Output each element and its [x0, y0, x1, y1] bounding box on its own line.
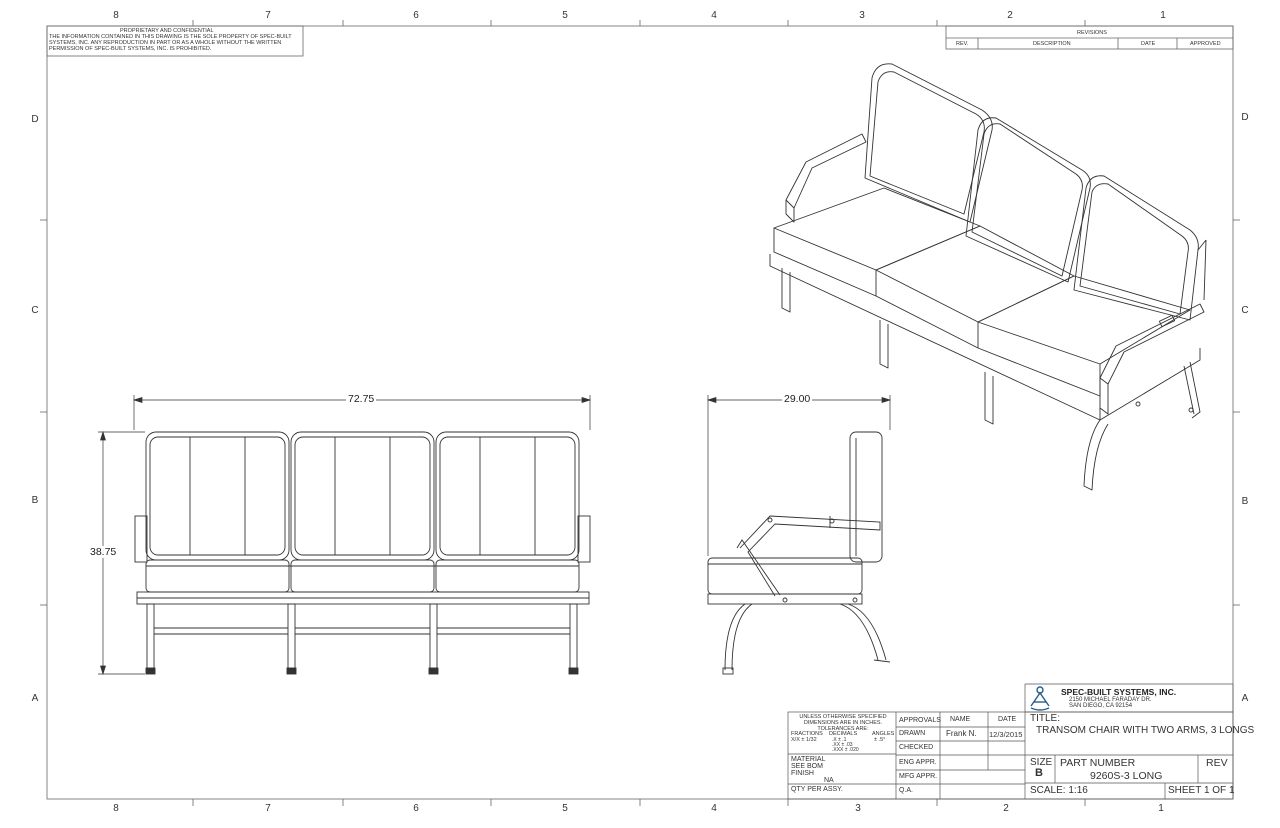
zone-bottom-8: 8 [113, 803, 119, 814]
revisions-col-description: DESCRIPTION [1033, 41, 1071, 47]
size-label: SIZE [1030, 757, 1053, 768]
row-eng-appr-label: ENG APPR. [899, 759, 937, 766]
zone-bottom-7: 7 [265, 803, 271, 814]
angles-label: ANGLES [872, 731, 895, 737]
company-name: SPEC-BUILT SYSTEMS, INC. [1061, 687, 1177, 697]
dimension-height: 38.75 [88, 546, 119, 558]
part-number-label: PART NUMBER [1060, 757, 1136, 769]
revisions-col-date: DATE [1141, 41, 1156, 47]
angles-value: ± .5° [874, 737, 886, 743]
drawing-title: TRANSOM CHAIR WITH TWO ARMS, 3 LONGS [1036, 725, 1255, 736]
zone-bottom-2: 2 [1003, 803, 1009, 814]
row-drawn-label: DRAWN [899, 730, 926, 737]
fractions-label: FRACTIONS [791, 731, 823, 737]
material-label: MATERIAL [791, 756, 826, 763]
approvals-label: APPROVALS [899, 717, 941, 724]
size-value: B [1035, 767, 1043, 779]
finish-label: FINISH [791, 770, 814, 777]
confidential-body: THE INFORMATION CONTAINED IN THIS DRAWIN… [49, 34, 292, 52]
tolerance-note: UNLESS OTHERWISE SPECIFIED DIMENSIONS AR… [799, 714, 887, 732]
zone-top-8: 8 [113, 10, 119, 21]
decimals-value-3: .XXX ± .020 [832, 747, 859, 753]
part-number-value: 9260S-3 LONG [1090, 770, 1163, 782]
zone-top-7: 7 [265, 10, 271, 21]
decimals-value-1: .X ± .1 [832, 737, 847, 743]
qty-label: QTY PER ASSY. [791, 786, 843, 793]
zone-right-c: C [1241, 305, 1249, 316]
row-drawn-name: Frank N. [946, 729, 977, 738]
zone-top-6: 6 [413, 10, 419, 21]
row-mfg-appr-label: MFG APPR. [899, 773, 938, 780]
zone-top-5: 5 [562, 10, 568, 21]
zone-top-3: 3 [859, 10, 865, 21]
material-value: SEE BOM [791, 763, 823, 770]
fractions-value: X/X ± 1/32 [791, 737, 817, 743]
zone-top-2: 2 [1007, 10, 1013, 21]
zone-right-a: A [1241, 693, 1249, 704]
zone-left-b: B [31, 495, 39, 506]
scale: SCALE: 1:16 [1030, 785, 1088, 796]
revisions-col-approved: APPROVED [1190, 41, 1221, 47]
company-address-2: SAN DIEGO, CA 92154 [1069, 703, 1133, 709]
zone-bottom-1: 1 [1158, 803, 1164, 814]
sheet-number: SHEET 1 OF 1 [1168, 785, 1235, 796]
zone-right-d: D [1241, 112, 1249, 123]
zone-bottom-4: 4 [711, 803, 717, 814]
rev-label: REV [1206, 757, 1228, 769]
zone-left-d: D [31, 114, 39, 125]
confidential-heading: PROPRIETARY AND CONFIDENTIAL [120, 28, 214, 34]
company-logo [1030, 686, 1050, 711]
zone-left-c: C [31, 305, 39, 316]
row-qa-label: Q.A. [899, 787, 914, 794]
zone-top-4: 4 [711, 10, 717, 21]
dimension-width: 72.75 [346, 393, 377, 405]
zone-bottom-6: 6 [413, 803, 419, 814]
finish-value: NA [824, 777, 834, 784]
dimension-depth: 29.00 [782, 393, 813, 405]
title-label: TITLE: [1030, 713, 1061, 724]
decimals-label: DECIMALS [829, 731, 858, 737]
zone-left-a: A [31, 693, 39, 704]
zone-right-b: B [1241, 496, 1249, 507]
company-address-1: 2150 MICHAEL FARADAY DR. [1069, 697, 1152, 703]
decimals-value-2: .XX ± .03 [832, 742, 853, 748]
row-checked-label: CHECKED [899, 744, 934, 751]
zone-bottom-3: 3 [855, 803, 861, 814]
date-label: DATE [998, 716, 1017, 723]
revisions-col-rev: REV. [956, 41, 969, 47]
zone-top-1: 1 [1160, 10, 1166, 21]
zone-bottom-5: 5 [562, 803, 568, 814]
name-label: NAME [950, 716, 971, 723]
revisions-title: REVISIONS [1077, 30, 1107, 36]
row-drawn-date: 12/3/2015 [989, 730, 1023, 739]
